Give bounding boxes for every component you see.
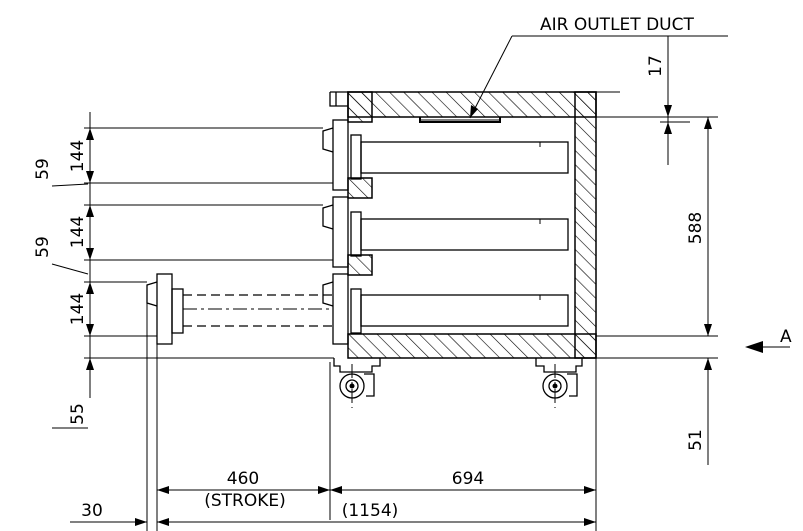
- extended-drawer-handle: [146, 281, 158, 307]
- view-arrow-a: [745, 341, 790, 353]
- air-outlet-leader: [469, 35, 728, 119]
- drawer-2: [322, 196, 569, 268]
- air-outlet-duct-label: AIR OUTLET DUCT: [540, 15, 694, 35]
- cabinet-left-wall-mid1: [347, 177, 373, 199]
- cabinet-bottom-wall: [347, 333, 597, 359]
- left-dimension-chain: [51, 112, 334, 429]
- cabinet-left-wall-mid2: [347, 254, 373, 276]
- drawer-front: [332, 196, 349, 268]
- dim-handle-offset: 30: [81, 501, 103, 521]
- dim-bottom-clearance-right: 51: [686, 429, 706, 451]
- dim-bottom-clearance-left: 55: [68, 403, 88, 425]
- extended-drawer: [146, 273, 333, 345]
- dim-overall-height: 588: [686, 212, 706, 244]
- top-bracket: [329, 91, 348, 107]
- cabinet-body: [329, 91, 597, 359]
- dim-overall-depth: (1154): [342, 501, 399, 521]
- dim-drawer-gap-2: 59: [33, 236, 53, 258]
- drawer-front: [332, 119, 349, 191]
- drawer-1: [322, 119, 569, 191]
- extended-drawer-front: [156, 273, 173, 345]
- drawer-handle: [322, 127, 334, 153]
- drawer-3: [322, 273, 569, 345]
- cabinet-right-wall: [574, 91, 597, 359]
- bottom-dimensions: [70, 300, 597, 531]
- dim-cabinet-depth: 694: [452, 469, 484, 489]
- dim-drawer-height-2: 144: [68, 216, 88, 248]
- drawer-handle: [322, 281, 334, 307]
- dim-drawer-height-1: 144: [68, 140, 88, 172]
- phantom-drawer-outline: [183, 294, 333, 327]
- dim-stroke-label: (STROKE): [204, 491, 286, 511]
- drawer-body: [360, 141, 569, 174]
- drawer-body: [360, 218, 569, 251]
- dim-stroke-value: 460: [227, 469, 259, 489]
- drawer-front: [332, 273, 349, 345]
- drawer-handle: [322, 204, 334, 230]
- caster-left: [333, 358, 381, 408]
- caster-right: [535, 358, 583, 408]
- view-marker-label: A: [780, 327, 792, 347]
- drawer-body: [360, 294, 569, 327]
- cabinet-left-wall-upper: [347, 91, 373, 123]
- right-dimension-chain: [596, 35, 724, 465]
- dim-drawer-height-3: 144: [68, 293, 88, 325]
- dim-top-offset: 17: [646, 55, 666, 77]
- dim-drawer-gap-1: 59: [33, 158, 53, 180]
